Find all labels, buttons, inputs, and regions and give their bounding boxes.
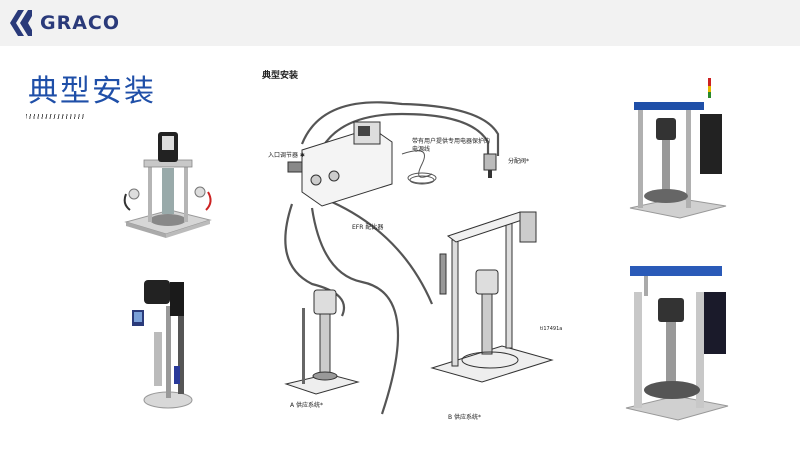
header-bar: GRACO: [0, 0, 800, 46]
graco-logo-icon: [10, 10, 32, 36]
brand-name: GRACO: [40, 12, 121, 34]
photo-pump-with-controller: [128, 276, 202, 414]
label-efr-proportioner: EFR 配比器: [352, 224, 384, 231]
label-supply-a: A 供应系统*: [290, 402, 324, 409]
photo-supply-system-bottom: [624, 262, 730, 422]
page-title: 典型安装: [28, 74, 156, 109]
label-dispense-valve: 分配阀*: [508, 158, 530, 165]
label-ref-code: ti17491a: [540, 326, 563, 332]
installation-diagram: [262, 84, 562, 424]
graco-logo: GRACO: [8, 6, 120, 40]
label-power-cord: 带有用户提供专用电器保护的电源线: [412, 138, 491, 153]
photo-pump-stand-small: [118, 124, 216, 246]
title-decoration: [26, 114, 84, 119]
label-inlet-regulator: 入口调节器 ✱: [268, 152, 305, 159]
label-supply-b: B 供应系统*: [448, 414, 482, 421]
diagram-title: 典型安装: [262, 71, 299, 81]
photo-supply-system-top: [626, 78, 730, 222]
